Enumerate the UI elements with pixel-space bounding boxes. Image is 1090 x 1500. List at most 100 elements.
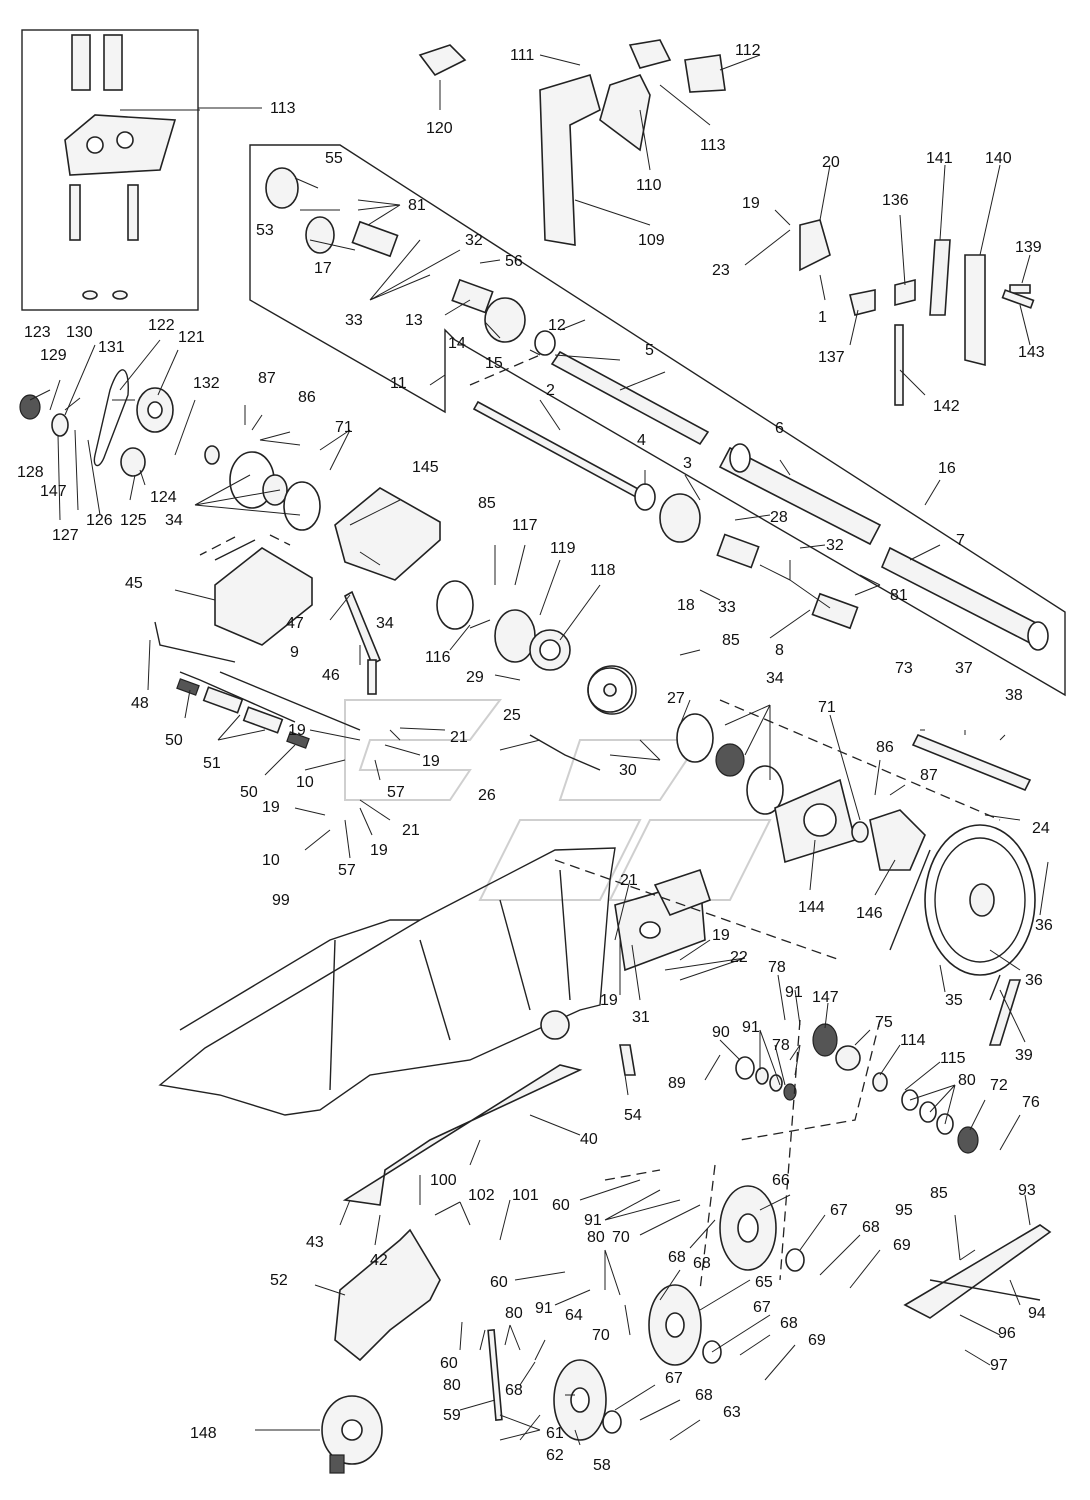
callout-87b: 87 [920,767,938,784]
callout-78b: 78 [772,1037,790,1054]
callout-56: 56 [505,253,523,270]
callout-3: 3 [683,455,692,472]
callout-136: 136 [882,192,909,209]
callout-31: 31 [632,1009,650,1026]
callout-81a: 81 [408,197,426,214]
callout-68d: 68 [780,1315,798,1332]
callout-45: 45 [125,575,143,592]
callout-91d: 91 [535,1300,553,1317]
callout-19g: 19 [600,992,618,1009]
callout-51: 51 [203,755,221,772]
callout-37: 37 [955,660,973,677]
beam-and-guard [334,1044,636,1362]
callout-113b: 113 [700,137,726,154]
callout-52: 52 [270,1272,288,1289]
callout-14: 14 [448,335,466,352]
callout-110: 110 [636,177,662,194]
callout-7: 7 [956,532,965,549]
callout-114: 114 [900,1032,926,1049]
callout-117: 117 [512,517,538,534]
callout-76: 76 [1022,1094,1040,1111]
large-pulley [889,824,1036,1046]
callout-67c: 67 [665,1370,683,1387]
callout-119: 119 [550,540,576,557]
callout-36b: 36 [1025,972,1043,989]
callout-85a: 85 [478,495,496,512]
callout-75: 75 [875,1014,893,1031]
rail-guide [903,1224,1052,1319]
callout-19e: 19 [370,842,388,859]
callout-18: 18 [677,597,695,614]
callout-57a: 57 [387,784,405,801]
callout-70b: 70 [592,1327,610,1344]
callout-68f: 68 [695,1387,713,1404]
hydraulic-motor [321,1395,383,1474]
callout-62: 62 [546,1447,564,1464]
callout-22: 22 [730,949,748,966]
callout-16: 16 [938,460,956,477]
callout-66: 66 [772,1172,790,1189]
callout-80a: 80 [958,1072,976,1089]
callout-143: 143 [1018,344,1045,361]
callout-68b: 68 [668,1249,686,1266]
callout-9: 9 [290,644,299,661]
callout-32b: 32 [826,537,844,554]
callout-128: 128 [17,464,44,481]
callout-115: 115 [940,1050,966,1067]
callout-71a: 71 [335,419,353,436]
callout-58: 58 [593,1457,611,1474]
callout-12: 12 [548,317,566,334]
callout-131: 131 [98,339,125,356]
callout-50a: 50 [165,732,183,749]
callout-63: 63 [723,1404,741,1421]
callout-68a: 68 [862,1219,880,1236]
callout-32a: 32 [465,232,483,249]
callout-60a: 60 [552,1197,570,1214]
callout-2: 2 [546,382,555,399]
callout-28: 28 [770,509,788,526]
callout-85c: 85 [930,1185,948,1202]
callout-8: 8 [775,642,784,659]
callout-99: 99 [272,892,290,909]
callout-147b: 147 [812,989,839,1006]
callout-54: 54 [624,1107,642,1124]
shields [214,487,441,646]
callout-21b: 21 [402,822,420,839]
callout-34b: 34 [376,615,394,632]
dashed-guides [199,354,1001,1291]
callout-19f: 19 [712,927,730,944]
callout-80b: 80 [587,1229,605,1246]
callout-43: 43 [306,1234,324,1251]
callout-33b: 33 [718,599,736,616]
callout-73: 73 [895,660,913,677]
callout-67b: 67 [753,1299,771,1316]
callout-94: 94 [1028,1305,1046,1322]
callout-118: 118 [590,562,616,579]
callout-70a: 70 [612,1229,630,1246]
callout-10a: 10 [296,774,314,791]
callout-42: 42 [370,1252,388,1269]
callout-5: 5 [645,342,654,359]
callout-1: 1 [818,309,827,326]
callout-90: 90 [712,1024,730,1041]
couplings [265,167,859,630]
callout-86b: 86 [876,739,894,756]
callout-72: 72 [990,1077,1008,1094]
callout-69b: 69 [808,1332,826,1349]
callout-113a: 113 [270,100,296,117]
callout-130: 130 [66,324,93,341]
callout-126: 126 [86,512,113,529]
callout-19c: 19 [422,753,440,770]
callout-69a: 69 [893,1237,911,1254]
callout-33a: 33 [345,312,363,329]
callout-120: 120 [426,120,453,137]
callout-labels: 113 120 111 112 113 110 109 20 19 23 1 1… [17,42,1053,1474]
callout-80d: 80 [443,1377,461,1394]
callout-112: 112 [735,42,761,59]
callout-91a: 91 [785,984,803,1001]
main-frame [158,847,616,1116]
callout-30: 30 [619,762,637,779]
callout-71b: 71 [818,699,836,716]
callout-96: 96 [998,1325,1016,1342]
callout-11: 11 [390,375,407,392]
